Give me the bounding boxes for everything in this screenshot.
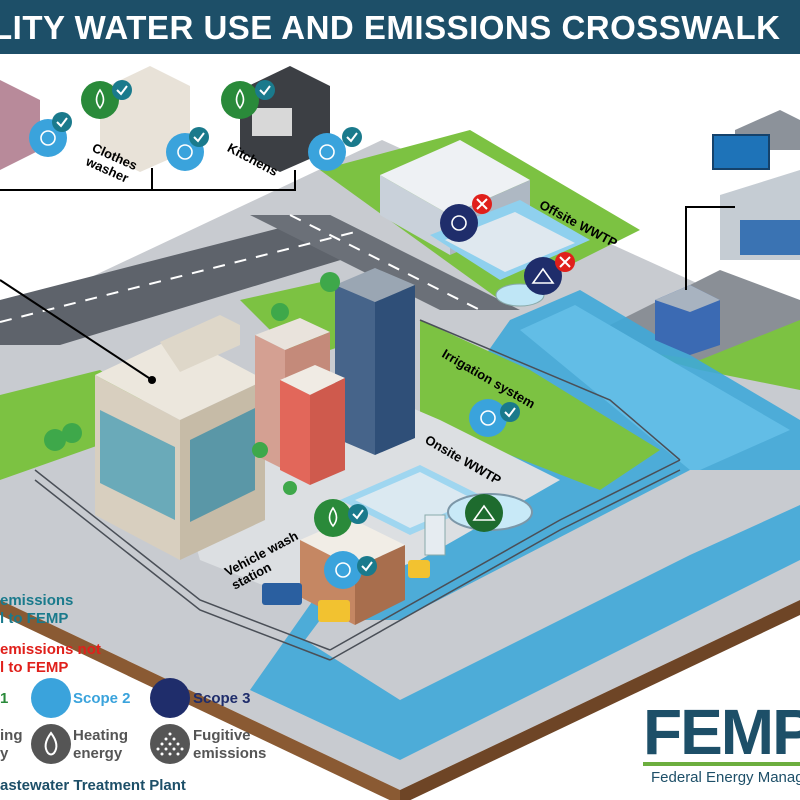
legend-fugitive-line1: Fugitive (193, 727, 251, 744)
legend-heating-line1: Heating (73, 727, 129, 744)
femp-logo-bar (643, 762, 800, 766)
legend-not-reported: emissions not l to FEMP (0, 641, 101, 677)
trees (44, 272, 340, 495)
femp-tagline: Federal Energy Managem (651, 769, 800, 786)
legend-scope2-swatch (31, 678, 71, 718)
legend-reported-line1: emissions (0, 592, 74, 609)
legend-pumping-label: ing y (0, 727, 23, 763)
brick-buildings (255, 318, 345, 485)
check-marks-glyph (56, 85, 516, 572)
legend-scope3-label: Scope 3 (193, 690, 251, 707)
legend-scope2-label: Scope 2 (73, 690, 131, 707)
legend-not-reported-line2: l to FEMP (0, 659, 69, 676)
fences (34, 319, 681, 661)
femp-logo: FEMP (643, 696, 800, 768)
legend-scope1-label: 1 (0, 690, 9, 707)
legend-heating-label: Heating energy (73, 727, 128, 763)
x-marks-glyph (476, 198, 571, 268)
badge-glyphs (40, 88, 555, 578)
legend-scope3-swatch (150, 678, 190, 718)
glass-tower (335, 268, 415, 455)
fugitive-emissions-icon (150, 724, 190, 764)
title-banner: LITY WATER USE AND EMISSIONS CROSSWALK (0, 0, 800, 54)
flame-icon (31, 724, 71, 764)
scope3-pumping-badge (440, 204, 478, 242)
page-title: LITY WATER USE AND EMISSIONS CROSSWALK (0, 9, 781, 46)
heating-badges (81, 81, 352, 537)
offsite-facility (655, 110, 800, 355)
legend-not-reported-line1: emissions not (0, 641, 101, 658)
campus-illustration (0, 66, 800, 800)
callout-lines (0, 168, 735, 381)
legend-heating-line2: energy (73, 745, 123, 762)
legend-pumping-line1: ing (0, 727, 23, 744)
check-marks (52, 80, 520, 576)
legend-pumping-line2: y (0, 745, 9, 762)
legend-footnote: astewater Treatment Plant (0, 777, 186, 794)
river (250, 290, 800, 760)
legend-fugitive-label: Fugitive emissions (193, 727, 266, 763)
legend-fugitive-line2: emissions (193, 745, 267, 762)
main-office-building (95, 315, 265, 560)
legend-reported-line2: l to FEMP (0, 610, 69, 627)
callout-dot (148, 376, 156, 384)
fugitive-badges (465, 257, 562, 532)
legend-reported: emissions l to FEMP (0, 592, 73, 628)
